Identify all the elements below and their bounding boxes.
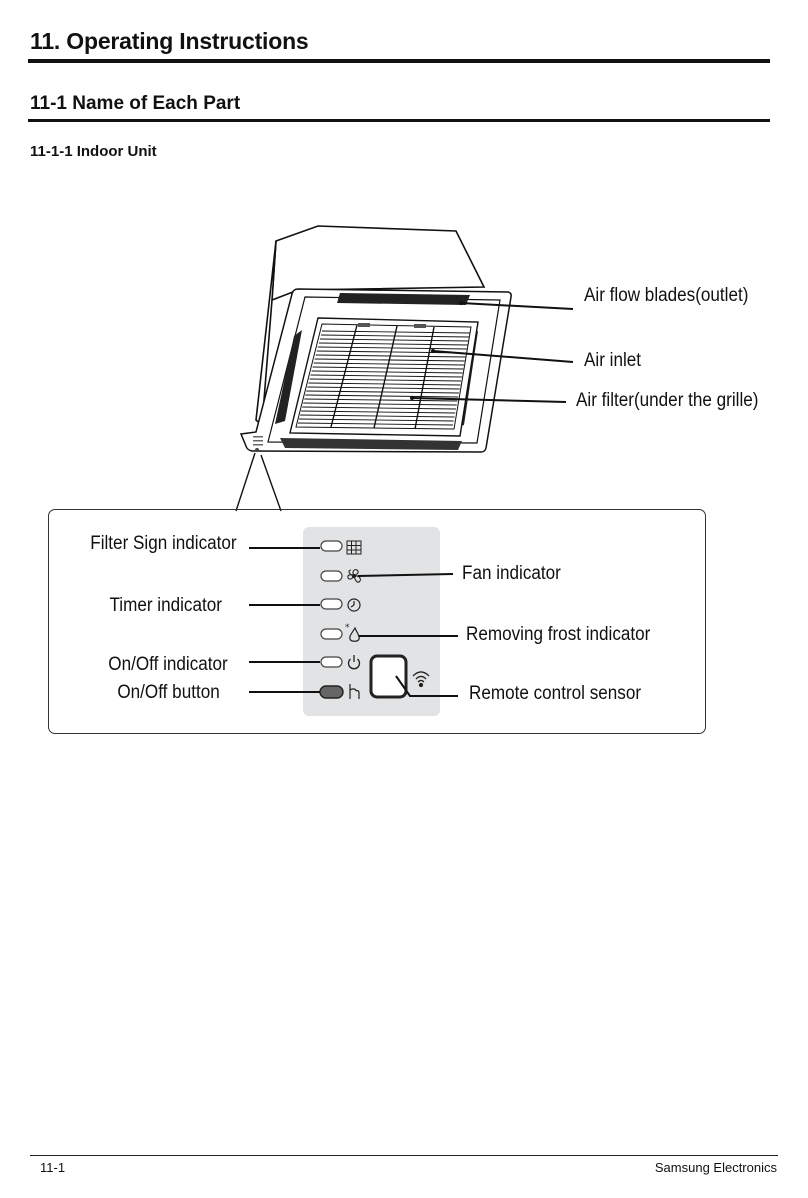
indoor-unit-illustration	[235, 225, 574, 512]
display-panel-graphics: *	[249, 540, 458, 699]
control-panel-detail	[48, 509, 706, 734]
air-filter-label: Air filter(under the grille)	[576, 390, 759, 411]
hand-press-icon	[349, 684, 360, 699]
remote-sensor-window	[369, 654, 408, 699]
frost-lamp	[320, 628, 343, 640]
subsection-rule	[28, 119, 770, 122]
air-inlet-label: Air inlet	[584, 350, 642, 371]
page-title: 11. Operating Instructions	[30, 28, 309, 54]
onoff-lamp	[320, 656, 343, 668]
onoff-button-label: On/Off button	[117, 682, 220, 703]
grille-dividers	[330, 324, 435, 430]
fan-lamp	[320, 570, 343, 582]
timer-lamp	[320, 598, 343, 610]
fan-indicator-label: Fan indicator	[462, 563, 561, 584]
wifi-signal-icon	[412, 671, 430, 688]
filter-grid-icon	[346, 540, 362, 555]
subsubsection-title: 11-1-1 Indoor Unit	[30, 143, 157, 160]
page-number: 11-1	[40, 1160, 66, 1175]
filter-sign-label: Filter Sign indicator	[90, 533, 237, 554]
fan-icon	[347, 569, 361, 583]
power-icon	[347, 655, 361, 670]
frost-drop-icon: *	[345, 623, 360, 642]
title-rule	[28, 59, 770, 63]
timer-indicator-label: Timer indicator	[109, 595, 222, 616]
timer-clock-icon	[347, 598, 361, 612]
filter-sign-lamp	[320, 540, 343, 552]
svg-text:*: *	[345, 623, 350, 633]
subsection-title: 11-1 Name of Each Part	[30, 93, 241, 114]
removing-frost-label: Removing frost indicator	[466, 624, 651, 645]
footer-rule	[30, 1155, 778, 1156]
onoff-button-shape	[319, 685, 344, 699]
air-flow-blades-label: Air flow blades(outlet)	[584, 285, 749, 306]
footer-company: Samsung Electronics	[654, 1160, 777, 1175]
remote-sensor-label: Remote control sensor	[469, 683, 642, 704]
onoff-indicator-label: On/Off indicator	[108, 654, 228, 675]
